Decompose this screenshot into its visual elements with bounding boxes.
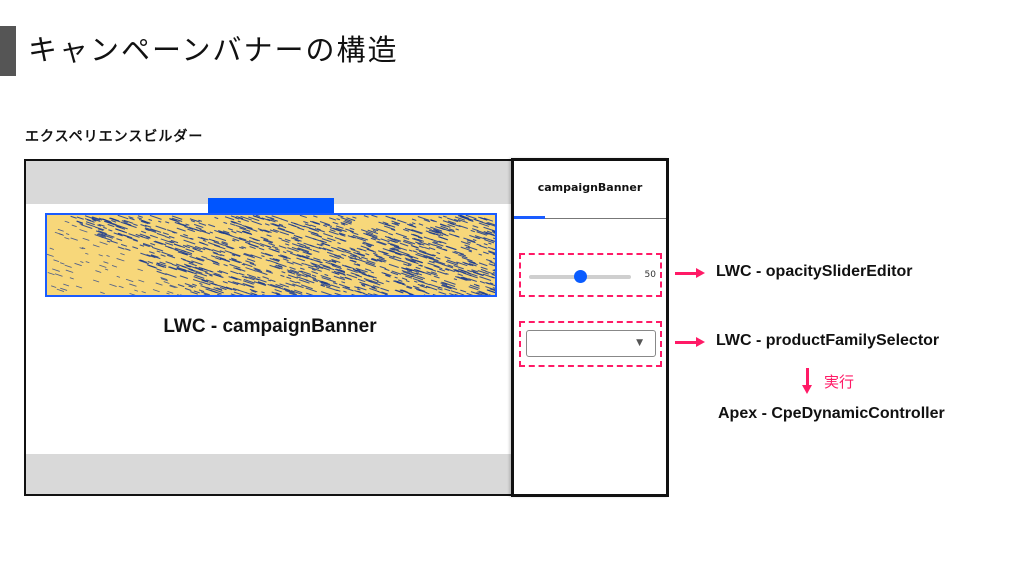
- product-family-select[interactable]: ▼: [526, 330, 656, 357]
- property-panel: campaignBanner 50 ▼: [511, 158, 669, 497]
- campaign-banner-image[interactable]: [45, 213, 497, 297]
- apex-controller-label: Apex - CpeDynamicController: [718, 405, 945, 422]
- execute-label: 実行: [824, 373, 855, 391]
- section-label: エクスペリエンスビルダー: [25, 129, 204, 145]
- panel-tab-divider: [514, 218, 666, 219]
- banner-texture: [47, 215, 495, 295]
- opacity-slider-value: 50: [644, 270, 656, 280]
- opacity-slider-editor-label: LWC - opacitySliderEditor: [716, 263, 913, 280]
- caret-down-icon: ▼: [636, 338, 643, 348]
- component-selection-tab[interactable]: [208, 198, 334, 214]
- campaign-banner-label: LWC - campaignBanner: [163, 316, 377, 337]
- arrow-down-icon: [802, 368, 812, 394]
- arrow-right-icon: [675, 337, 705, 347]
- header-band: [26, 161, 514, 204]
- experience-builder-canvas: LWC - campaignBanner: [24, 159, 514, 496]
- opacity-slider-thumb[interactable]: [573, 270, 587, 283]
- opacity-slider-highlight: 50: [519, 253, 662, 297]
- page-title: キャンペーンバナーの構造: [28, 33, 399, 67]
- product-family-selector-label: LWC - productFamilySelector: [716, 332, 940, 349]
- title-accent-bar: [0, 26, 16, 76]
- arrow-right-icon: [675, 268, 705, 278]
- footer-band: [26, 454, 514, 494]
- property-panel-title: campaignBanner: [537, 181, 643, 194]
- product-family-select-highlight: ▼: [519, 321, 662, 367]
- panel-active-tab-indicator[interactable]: [514, 216, 545, 219]
